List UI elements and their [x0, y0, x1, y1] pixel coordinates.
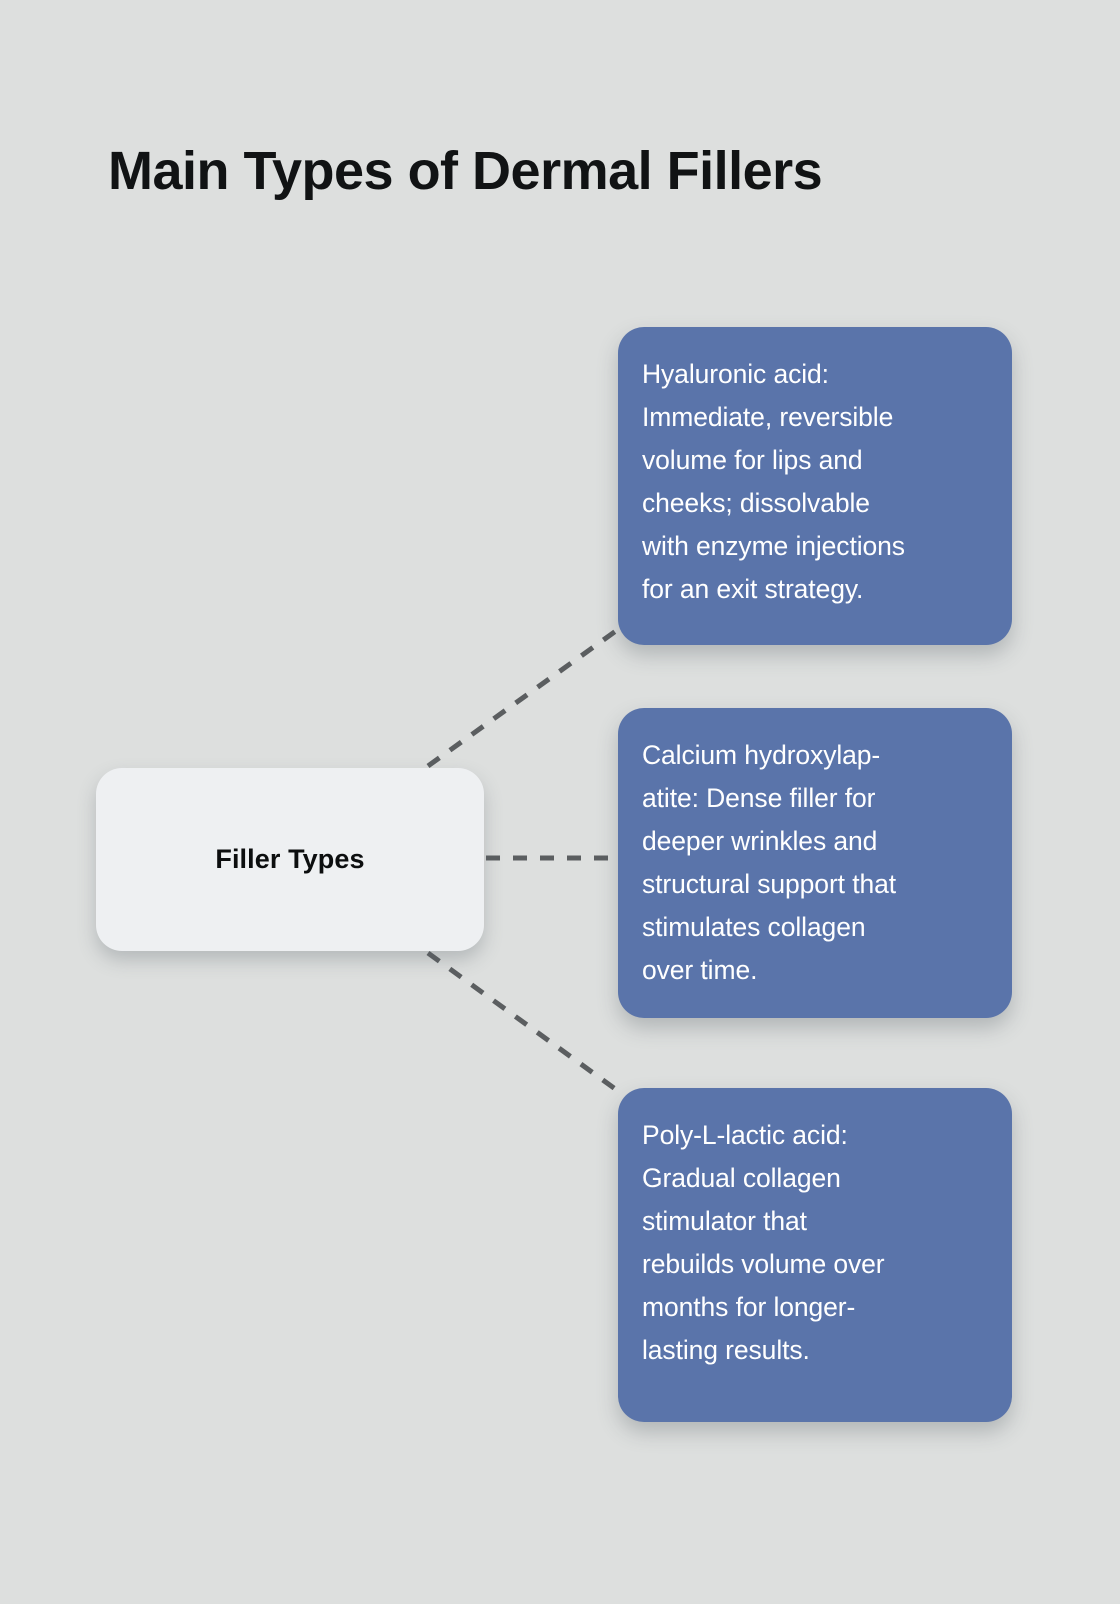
- branch-card-poly-l-lactic-acid[interactable]: Poly-L-lactic acid: Gradual collagen sti…: [618, 1088, 1012, 1422]
- branch-card-hyaluronic-acid[interactable]: Hyaluronic acid: Immediate, reversible v…: [618, 327, 1012, 645]
- branch-card-text: Calcium hydroxylap- atite: Dense filler …: [642, 740, 896, 985]
- page-title: Main Types of Dermal Fillers: [108, 141, 823, 202]
- connector-line-to-hyaluronic-acid: [426, 625, 622, 769]
- branch-card-text: Poly-L-lactic acid: Gradual collagen sti…: [642, 1120, 885, 1365]
- center-node-label: Filler Types: [215, 844, 365, 874]
- branch-card-calcium-hydroxylapatite[interactable]: Calcium hydroxylap- atite: Dense filler …: [618, 708, 1012, 1018]
- connector-line-to-poly-l-lactic-acid: [426, 950, 620, 1094]
- center-node-filler-types[interactable]: Filler Types: [96, 768, 484, 951]
- branch-card-text: Hyaluronic acid: Immediate, reversible v…: [642, 359, 905, 604]
